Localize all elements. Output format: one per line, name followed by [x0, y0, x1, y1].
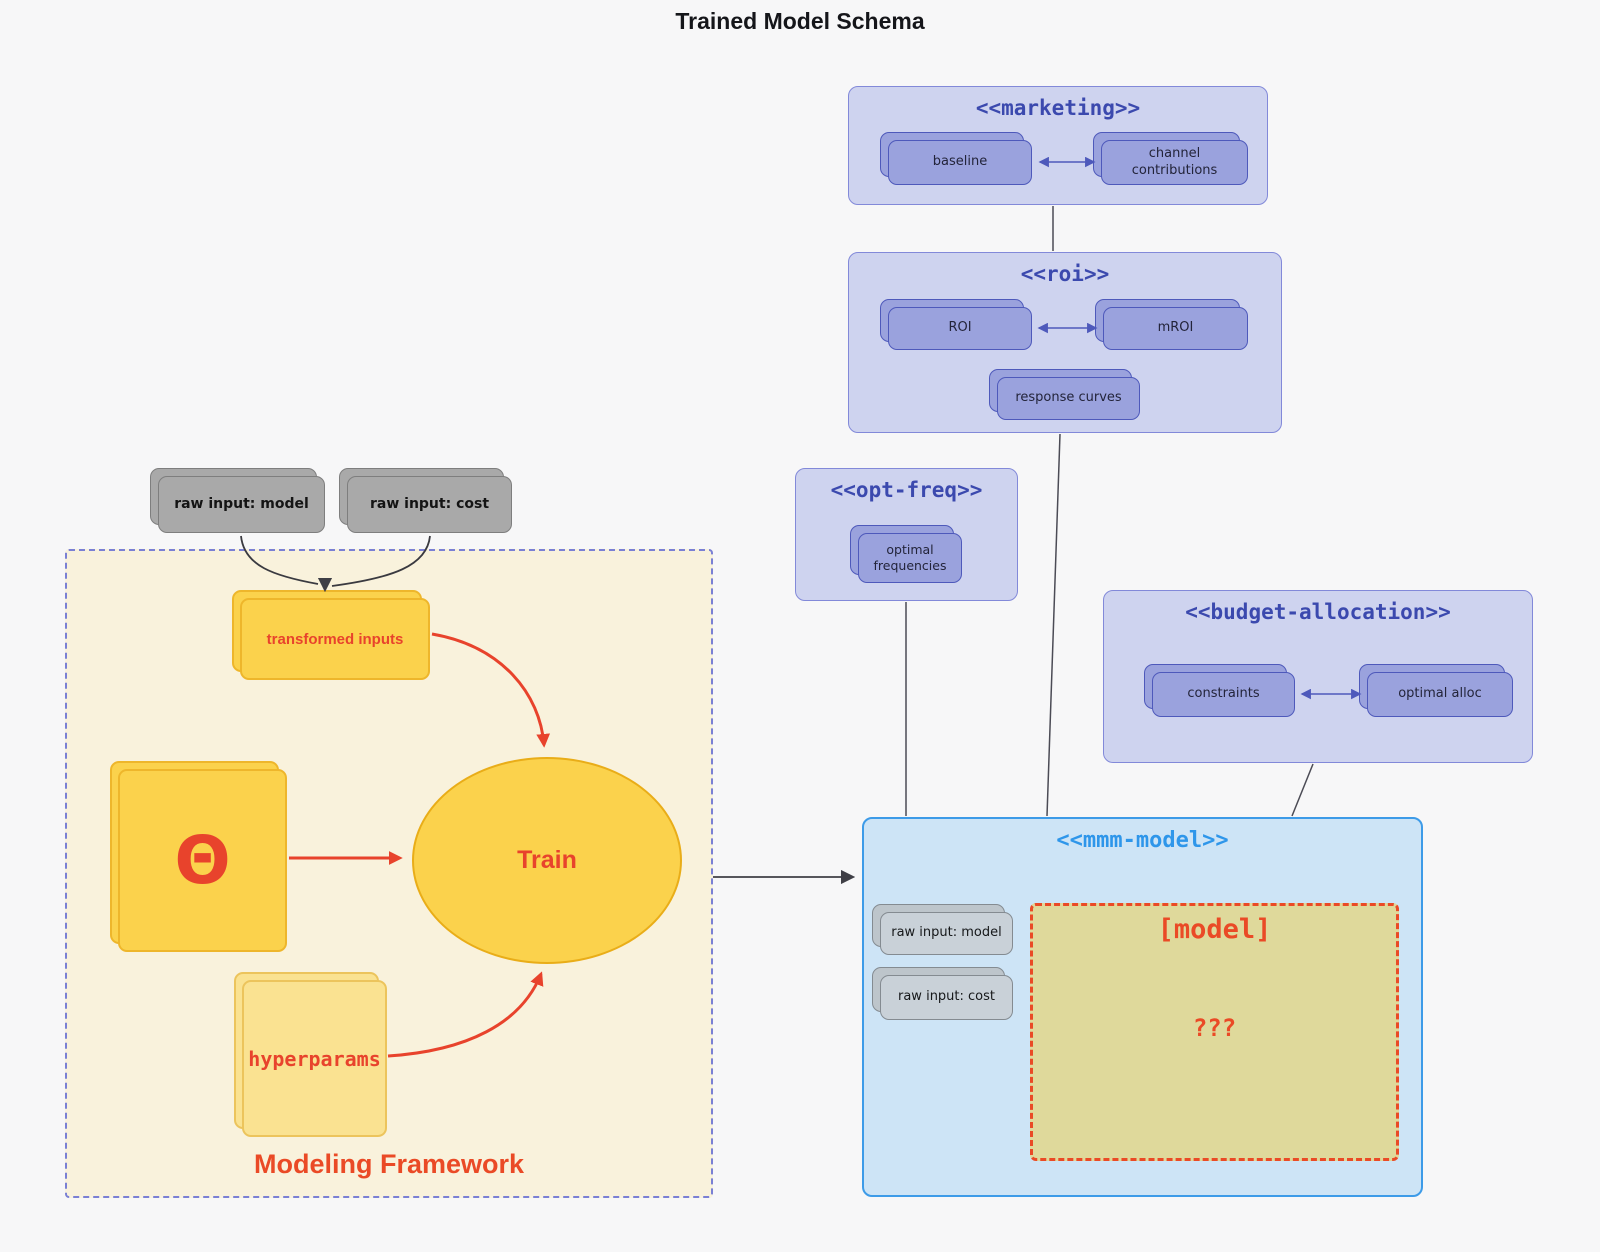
node-transformed-inputs-label: transformed inputs [240, 598, 430, 680]
node-hyperparams: hyperparams [234, 972, 387, 1137]
cluster-marketing-title: <<marketing>> [975, 96, 1141, 120]
node-model-placeholder-title: [model] [1157, 914, 1272, 945]
node-theta-label: Θ [118, 769, 287, 952]
node-hyperparams-label: hyperparams [242, 980, 387, 1137]
node-roi: ROI [880, 299, 1032, 350]
node-baseline-label: baseline [888, 140, 1032, 185]
node-constraints-label: constraints [1152, 672, 1295, 717]
edge-roi-mmm-model [1046, 433, 1061, 817]
cluster-opt-freq-title: <<opt-freq>> [830, 478, 983, 502]
node-raw-input-model-label: raw input: model [158, 476, 325, 533]
node-model-placeholder: [model] ??? [1030, 903, 1399, 1161]
node-transformed-inputs: transformed inputs [232, 590, 430, 680]
cluster-budget-allocation-title: <<budget-allocation>> [1185, 600, 1451, 624]
node-theta: Θ [110, 761, 287, 952]
node-response-curves: response curves [989, 369, 1140, 420]
cluster-mmm-model-title: <<mmm-model>> [1056, 828, 1229, 853]
node-mmm-raw-input-model: raw input: model [872, 904, 1013, 955]
page-title: Trained Model Schema [675, 8, 925, 34]
node-raw-input-cost: raw input: cost [339, 468, 512, 533]
node-roi-label: ROI [888, 307, 1032, 350]
node-baseline: baseline [880, 132, 1032, 185]
node-raw-input-model: raw input: model [150, 468, 325, 533]
node-mroi: mROI [1095, 299, 1248, 350]
node-mmm-raw-input-cost: raw input: cost [872, 967, 1013, 1020]
edge-budget-allocation-mmm-model [1291, 763, 1314, 817]
node-mmm-raw-input-model-label: raw input: model [880, 912, 1013, 955]
cluster-roi-title: <<roi>> [1020, 262, 1110, 286]
node-train-label: Train [517, 846, 577, 874]
node-optimal-frequencies-label: optimal frequencies [858, 533, 962, 583]
node-raw-input-cost-label: raw input: cost [347, 476, 512, 533]
node-mmm-raw-input-cost-label: raw input: cost [880, 975, 1013, 1020]
node-optimal-alloc-label: optimal alloc [1367, 672, 1513, 717]
node-constraints: constraints [1144, 664, 1295, 717]
node-model-placeholder-question: ??? [1192, 1014, 1237, 1042]
node-response-curves-label: response curves [997, 377, 1140, 420]
node-mroi-label: mROI [1103, 307, 1248, 350]
cluster-modeling-framework-title: Modeling Framework [253, 1149, 525, 1179]
node-optimal-frequencies: optimal frequencies [850, 525, 962, 583]
node-train: Train [412, 757, 682, 964]
node-channel-contributions: channel contributions [1093, 132, 1248, 185]
node-channel-contributions-label: channel contributions [1101, 140, 1248, 185]
node-optimal-alloc: optimal alloc [1359, 664, 1513, 717]
